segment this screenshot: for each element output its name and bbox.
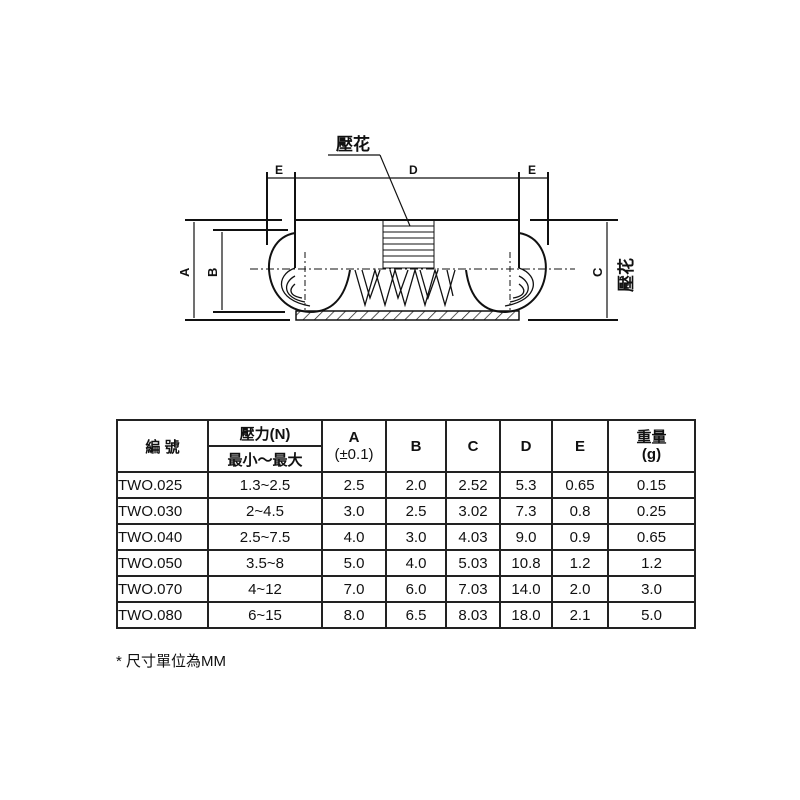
cell-force: 3.5~8 bbox=[207, 549, 323, 577]
cell-e: 2.0 bbox=[551, 575, 609, 603]
cell-id: TWO.025 bbox=[116, 471, 209, 499]
cell-id: TWO.080 bbox=[116, 601, 209, 629]
cell-b: 3.0 bbox=[385, 523, 447, 551]
dim-d: D bbox=[409, 163, 418, 177]
cell-c: 3.02 bbox=[445, 497, 501, 525]
cell-c: 2.52 bbox=[445, 471, 501, 499]
cell-w: 5.0 bbox=[607, 601, 696, 629]
cell-force: 2.5~7.5 bbox=[207, 523, 323, 551]
knurl-lines bbox=[383, 225, 434, 263]
header-a-tolerance: (±0.1) bbox=[334, 446, 374, 463]
cell-d: 9.0 bbox=[499, 523, 553, 551]
spec-table: 編 號 壓力(N) A(±0.1) B C D E 重量(g) 最小～最大 TW… bbox=[116, 419, 696, 629]
cell-c: 4.03 bbox=[445, 523, 501, 551]
cell-force: 6~15 bbox=[207, 601, 323, 629]
cell-e: 0.9 bbox=[551, 523, 609, 551]
cell-a: 3.0 bbox=[321, 497, 387, 525]
spring-plunger-drawing: 壓花 E D E A B C 壓花 bbox=[177, 134, 636, 321]
dim-e-right: E bbox=[528, 163, 536, 177]
header-weight-unit: (g) bbox=[641, 446, 662, 463]
cell-e: 1.2 bbox=[551, 549, 609, 577]
cell-e: 2.1 bbox=[551, 601, 609, 629]
header-force: 壓力(N) bbox=[207, 419, 323, 447]
cell-a: 7.0 bbox=[321, 575, 387, 603]
cell-a: 5.0 bbox=[321, 549, 387, 577]
footnote: * 尺寸單位為MM bbox=[116, 653, 226, 670]
cell-w: 0.65 bbox=[607, 523, 696, 551]
cell-id: TWO.030 bbox=[116, 497, 209, 525]
cell-w: 0.15 bbox=[607, 471, 696, 499]
right-dome bbox=[465, 232, 547, 314]
cell-d: 14.0 bbox=[499, 575, 553, 603]
cell-e: 0.65 bbox=[551, 471, 609, 499]
cell-b: 6.5 bbox=[385, 601, 447, 629]
cell-id: TWO.070 bbox=[116, 575, 209, 603]
cell-b: 2.0 bbox=[385, 471, 447, 499]
cell-force: 1.3~2.5 bbox=[207, 471, 323, 499]
cell-d: 18.0 bbox=[499, 601, 553, 629]
cell-w: 1.2 bbox=[607, 549, 696, 577]
dim-c: C bbox=[590, 267, 605, 277]
cell-d: 10.8 bbox=[499, 549, 553, 577]
dim-e-left: E bbox=[275, 163, 283, 177]
dim-a: A bbox=[177, 267, 192, 277]
header-c: C bbox=[445, 419, 501, 473]
header-e: E bbox=[551, 419, 609, 473]
cell-b: 4.0 bbox=[385, 549, 447, 577]
header-id: 編 號 bbox=[116, 419, 209, 473]
header-weight: 重量(g) bbox=[607, 419, 696, 473]
header-b: B bbox=[385, 419, 447, 473]
base-plate bbox=[295, 310, 520, 321]
cell-b: 6.0 bbox=[385, 575, 447, 603]
cell-force: 2~4.5 bbox=[207, 497, 323, 525]
cell-id: TWO.040 bbox=[116, 523, 209, 551]
cell-b: 2.5 bbox=[385, 497, 447, 525]
cell-d: 5.3 bbox=[499, 471, 553, 499]
left-dome bbox=[268, 232, 351, 314]
cell-w: 0.25 bbox=[607, 497, 696, 525]
cell-a: 8.0 bbox=[321, 601, 387, 629]
spring bbox=[354, 267, 456, 308]
cell-force: 4~12 bbox=[207, 575, 323, 603]
cell-c: 5.03 bbox=[445, 549, 501, 577]
table-header-row: 編 號 壓力(N) A(±0.1) B C D E 重量(g) bbox=[116, 419, 696, 473]
cell-a: 2.5 bbox=[321, 471, 387, 499]
cell-id: TWO.050 bbox=[116, 549, 209, 577]
cell-e: 0.8 bbox=[551, 497, 609, 525]
cell-a: 4.0 bbox=[321, 523, 387, 551]
cell-c: 7.03 bbox=[445, 575, 501, 603]
table-subheader-row: 最小～最大 bbox=[117, 445, 695, 473]
knurl-label: 壓花 bbox=[336, 134, 370, 154]
header-force-range: 最小～最大 bbox=[207, 445, 323, 473]
header-a: A(±0.1) bbox=[321, 419, 387, 473]
cell-w: 3.0 bbox=[607, 575, 696, 603]
header-a-label: A bbox=[348, 429, 360, 446]
knurl-label-side: 壓花 bbox=[616, 258, 636, 292]
cell-c: 8.03 bbox=[445, 601, 501, 629]
header-d: D bbox=[499, 419, 553, 473]
cell-d: 7.3 bbox=[499, 497, 553, 525]
dim-b: B bbox=[205, 268, 220, 277]
header-weight-label: 重量 bbox=[636, 429, 667, 446]
